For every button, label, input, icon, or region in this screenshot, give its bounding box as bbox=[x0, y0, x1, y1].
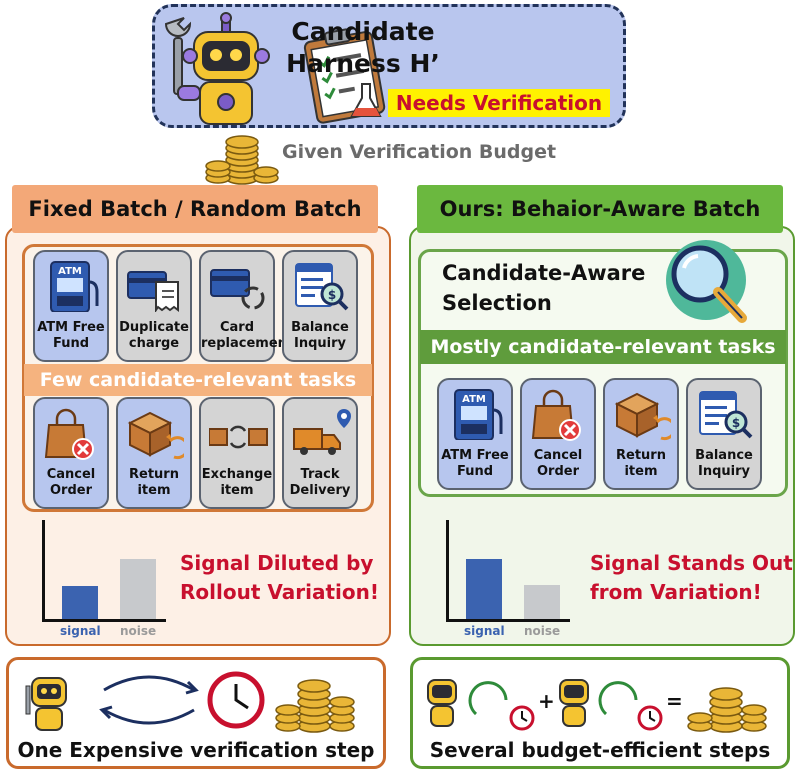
clock-icon bbox=[637, 705, 663, 731]
robot-icon bbox=[164, 12, 270, 125]
cycle-arrows-icon bbox=[468, 681, 508, 716]
signal-tick-label: signal bbox=[464, 624, 505, 638]
efficient-steps-illustration: + = bbox=[427, 679, 767, 733]
noise-tick-label: noise bbox=[120, 624, 157, 638]
clock-icon bbox=[509, 705, 535, 731]
task-card-label: Duplicate charge bbox=[119, 320, 189, 351]
cancel-order-icon bbox=[44, 408, 94, 460]
chart-x-axis bbox=[446, 619, 570, 622]
robot-icon bbox=[25, 677, 67, 731]
task-card-label: Cancel Order bbox=[46, 467, 96, 498]
message-line-2: from Variation! bbox=[590, 580, 762, 604]
task-card-cancel-order: Cancel Order bbox=[33, 397, 109, 509]
needs-verification-badge: Needs Verification bbox=[388, 89, 610, 117]
title-line-2: Harness H’ bbox=[286, 49, 440, 78]
coins-icon bbox=[205, 135, 279, 185]
task-card-label: Exchange item bbox=[201, 467, 273, 498]
task-card-label: Balance Inquiry bbox=[291, 320, 349, 351]
chart-y-axis bbox=[42, 520, 45, 622]
task-card-atm-free-fund: ATM ATM Free Fund bbox=[33, 250, 109, 362]
svg-text:ATM: ATM bbox=[462, 394, 486, 405]
chart-x-axis bbox=[42, 619, 166, 622]
signal-tick-label: signal bbox=[60, 624, 101, 638]
task-card-label: ATM Free Fund bbox=[37, 320, 105, 351]
signal-bar bbox=[62, 586, 98, 619]
atm-icon: ATM bbox=[454, 389, 503, 440]
behavior-aware-header-label: Ours: Behaior-Aware Batch bbox=[439, 197, 761, 221]
noise-bar bbox=[120, 559, 156, 619]
robot-icon bbox=[427, 679, 457, 727]
task-card-return-item: Return item bbox=[603, 378, 679, 490]
budget-label: Given Verification Budget bbox=[282, 141, 557, 163]
task-card-label: Card replacement bbox=[201, 320, 294, 351]
coins-icon bbox=[687, 687, 767, 733]
magnifier-icon bbox=[666, 240, 747, 323]
candidate-harness-title: Candidate Harness H’ bbox=[263, 16, 463, 80]
band-label: Few candidate-relevant tasks bbox=[39, 369, 357, 391]
task-card-return-item: Return item bbox=[116, 397, 192, 509]
clipboard-icon bbox=[303, 28, 386, 124]
task-card-label: Return item bbox=[616, 448, 666, 479]
expensive-step-caption: One Expensive verification step bbox=[17, 738, 375, 762]
signal-noise-chart-left: signal noise bbox=[36, 520, 166, 640]
few-relevant-tasks-band: Few candidate-relevant tasks bbox=[24, 364, 372, 396]
svg-text:$: $ bbox=[328, 288, 336, 302]
efficient-steps-caption: Several budget-efficient steps bbox=[429, 738, 771, 762]
task-card-label: Balance Inquiry bbox=[695, 448, 753, 479]
message-line-1: Signal Diluted by bbox=[180, 551, 374, 575]
message-line-1: Signal Stands Out bbox=[590, 551, 793, 575]
noise-bar bbox=[524, 585, 560, 619]
task-card-balance-inquiry: $ Balance Inquiry bbox=[282, 250, 358, 362]
signal-diluted-message: Signal Diluted by Rollout Variation! bbox=[180, 549, 379, 607]
cycle-arrows-icon bbox=[99, 675, 199, 725]
fixed-batch-header: Fixed Batch / Random Batch bbox=[12, 185, 378, 233]
message-line-2: Rollout Variation! bbox=[180, 580, 379, 604]
task-card-label: Cancel Order bbox=[533, 448, 583, 479]
noise-tick-label: noise bbox=[524, 624, 561, 638]
cancel-order-icon bbox=[531, 389, 581, 441]
task-card-balance-inquiry: $ Balance Inquiry bbox=[686, 378, 762, 490]
task-card-cancel-order: Cancel Order bbox=[520, 378, 596, 490]
task-card-atm-free-fund: ATM ATM Free Fund bbox=[437, 378, 513, 490]
chart-y-axis bbox=[446, 520, 449, 622]
cycle-arrows-icon bbox=[598, 681, 638, 716]
signal-stands-out-message: Signal Stands Out from Variation! bbox=[590, 549, 793, 607]
return-item-icon bbox=[614, 392, 671, 441]
delivery-truck-icon bbox=[293, 409, 351, 455]
duplicate-charge-icon bbox=[127, 271, 179, 312]
return-item-icon bbox=[127, 411, 184, 460]
title-line-1: Candidate bbox=[291, 17, 435, 46]
clock-icon bbox=[207, 671, 265, 729]
coins-icon bbox=[275, 679, 355, 733]
atm-icon: ATM bbox=[50, 261, 99, 312]
band-label: Mostly candidate-relevant tasks bbox=[430, 336, 776, 358]
svg-text:$: $ bbox=[732, 416, 740, 430]
task-card-card-replacement: Card replacement bbox=[199, 250, 294, 362]
exchange-item-icon bbox=[209, 425, 268, 449]
svg-text:=: = bbox=[666, 689, 683, 713]
robot-icon bbox=[559, 679, 589, 727]
task-card-duplicate-charge: Duplicate charge bbox=[116, 250, 192, 362]
signal-noise-chart-right: signal noise bbox=[440, 520, 570, 640]
candidate-aware-selection-title: Candidate-Aware Selection bbox=[442, 258, 645, 318]
task-card-exchange-item: Exchange item bbox=[199, 397, 275, 509]
signal-bar bbox=[466, 559, 502, 619]
balance-inquiry-icon: $ bbox=[295, 263, 349, 311]
task-card-label: Return item bbox=[129, 467, 179, 498]
balance-inquiry-icon: $ bbox=[699, 391, 753, 439]
card-replacement-icon bbox=[210, 269, 265, 310]
task-card-track-delivery: Track Delivery bbox=[282, 397, 358, 509]
svg-text:ATM: ATM bbox=[58, 266, 82, 277]
fixed-batch-header-label: Fixed Batch / Random Batch bbox=[28, 197, 362, 221]
task-card-label: ATM Free Fund bbox=[441, 448, 509, 479]
svg-text:+: + bbox=[538, 689, 555, 713]
mostly-relevant-tasks-band: Mostly candidate-relevant tasks bbox=[420, 330, 786, 364]
behavior-aware-header: Ours: Behaior-Aware Batch bbox=[417, 185, 783, 233]
expensive-step-illustration bbox=[25, 671, 355, 733]
selection-line-2: Selection bbox=[442, 291, 552, 315]
selection-line-1: Candidate-Aware bbox=[442, 261, 646, 285]
task-card-label: Track Delivery bbox=[289, 467, 351, 498]
